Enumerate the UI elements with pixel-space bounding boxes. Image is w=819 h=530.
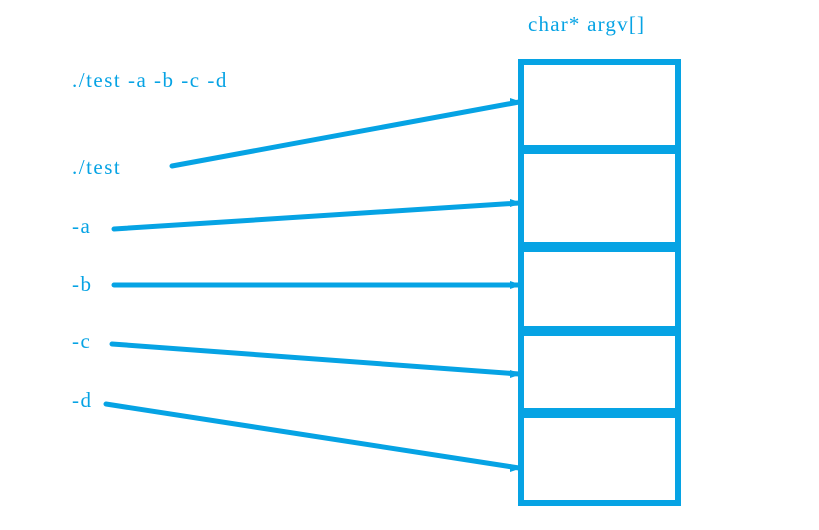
token-label-1: -a <box>72 214 92 238</box>
array-cells <box>518 59 681 506</box>
array-cell-4 <box>518 412 681 506</box>
arrow-head-2 <box>510 281 522 289</box>
token-label-2: -b <box>72 272 93 296</box>
token-label-0: ./test <box>72 155 122 179</box>
arrow-head-0 <box>510 98 522 106</box>
token-label-3: -c <box>72 329 92 353</box>
array-title: char* argv[] <box>528 12 646 36</box>
arrow-head-3 <box>510 370 522 378</box>
pointer-arrow-3 <box>109 341 522 377</box>
pointer-arrows <box>103 99 522 471</box>
pointer-arrow-1 <box>111 200 522 232</box>
pointer-arrow-4 <box>103 401 522 471</box>
pointer-arrow-0 <box>169 99 522 169</box>
command-line-label: ./test -a -b -c -d <box>72 68 228 92</box>
token-label-4: -d <box>72 388 93 412</box>
array-cell-2 <box>518 246 681 332</box>
arrow-head-4 <box>510 464 522 472</box>
array-cell-3 <box>518 330 681 414</box>
arrow-heads <box>510 98 522 472</box>
array-cell-1 <box>518 148 681 248</box>
arrow-head-1 <box>510 199 522 207</box>
array-cell-0 <box>518 59 681 151</box>
